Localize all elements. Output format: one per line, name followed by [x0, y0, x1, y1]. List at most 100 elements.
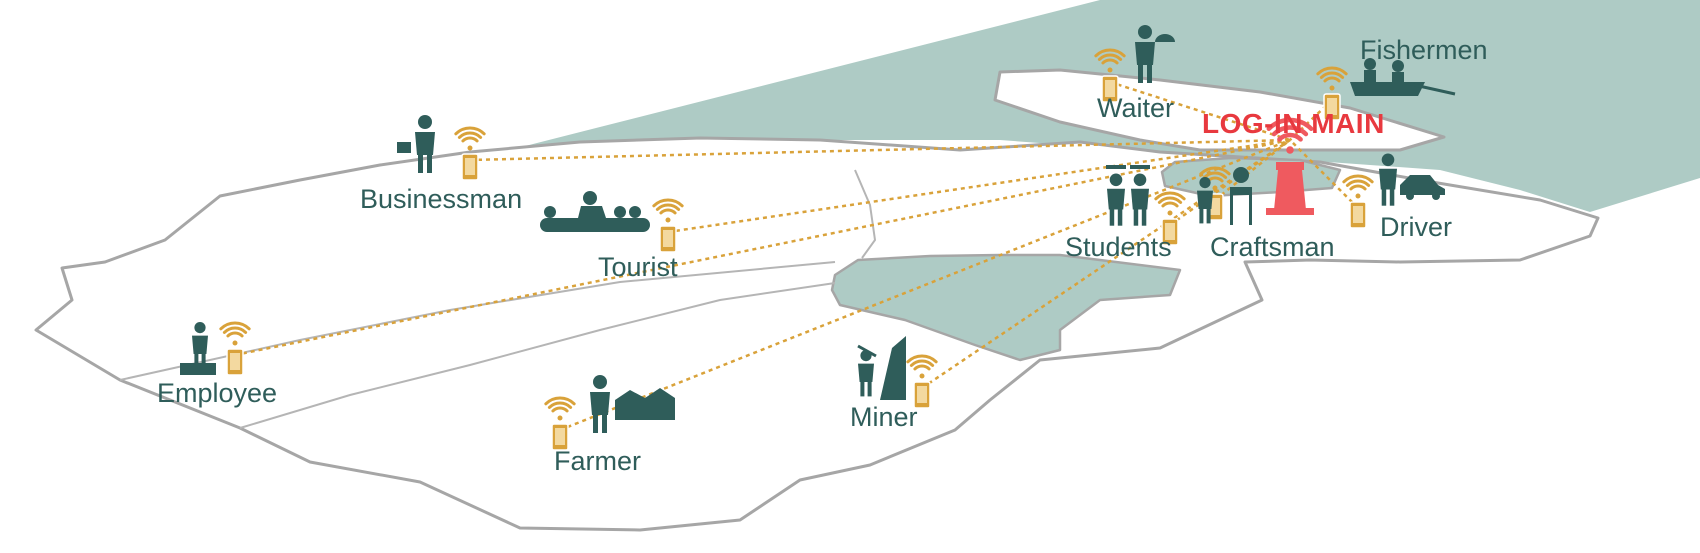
figure-leg — [1381, 189, 1387, 206]
businessman-device-icon — [454, 126, 486, 181]
wifi-arc — [1161, 201, 1179, 208]
farmer-device-icon — [544, 396, 576, 451]
figure-leg — [194, 354, 199, 369]
wifi-arc — [1316, 66, 1348, 76]
farmer-icon — [590, 375, 675, 433]
wifi-arc — [1319, 71, 1345, 79]
node-label-farmer: Farmer — [554, 446, 641, 476]
phone-screen — [1353, 206, 1363, 223]
lighthouse-icon — [1266, 117, 1314, 215]
figure-leg — [427, 155, 432, 173]
figure-leg — [1141, 209, 1147, 226]
figure-body — [1379, 168, 1397, 190]
wifi-dot — [1212, 185, 1218, 191]
figure-body — [192, 335, 208, 354]
wifi-dot — [1286, 146, 1294, 154]
sculptor-icon — [1197, 167, 1252, 225]
lighthouse-top — [1276, 162, 1304, 170]
phone-screen — [230, 353, 240, 370]
figure-head — [1109, 173, 1123, 187]
figure-head — [1381, 153, 1395, 167]
wifi-dot — [1329, 85, 1335, 91]
wifi-dot — [1355, 193, 1361, 199]
phone-screen — [1105, 80, 1115, 97]
miner-device-icon — [906, 354, 938, 409]
node-label-miner: Miner — [850, 402, 918, 432]
link-craftsman — [1214, 139, 1291, 201]
wifi-arc — [461, 136, 479, 143]
wifi-dot — [665, 217, 671, 223]
phone-screen — [555, 428, 565, 445]
employee-device-icon — [219, 321, 251, 376]
wifi-arc — [659, 208, 677, 215]
figure-body — [1131, 188, 1149, 210]
wifi-dot — [1167, 210, 1173, 216]
wifi-dot — [232, 340, 238, 346]
figure-leg — [1389, 189, 1395, 206]
wifi-arc — [1345, 179, 1371, 187]
wifi-arc — [219, 321, 251, 331]
businessman-icon — [397, 115, 435, 173]
phone-screen — [465, 158, 475, 175]
boat-icon — [1350, 58, 1456, 96]
figure-leg — [201, 354, 206, 369]
node-label-businessman: Businessman — [360, 184, 523, 214]
wifi-arc — [906, 354, 938, 364]
wifi-dot — [919, 373, 925, 379]
wifi-arc — [457, 131, 483, 139]
figure-head — [1199, 177, 1211, 189]
phone-screen — [663, 230, 673, 247]
phone-screen — [1210, 198, 1220, 215]
figure-leg — [593, 415, 598, 433]
wifi-arc — [1342, 174, 1374, 184]
figure-leg — [1117, 209, 1123, 226]
wifi-arc — [1266, 117, 1314, 132]
miner-icon — [857, 336, 906, 400]
wifi-arc — [551, 406, 569, 413]
figure-leg — [1199, 209, 1204, 224]
wifi-dot — [467, 145, 473, 151]
wifi-arc — [1277, 132, 1303, 142]
figure-leg — [1138, 65, 1143, 83]
students-device-icon — [1154, 191, 1186, 246]
wifi-arc — [544, 396, 576, 406]
lighthouse-base — [1266, 208, 1314, 215]
waiter-device-icon — [1094, 48, 1126, 103]
wifi-dot — [1107, 67, 1113, 73]
wifi-arc — [1094, 48, 1126, 58]
waiter-icon — [1135, 25, 1175, 83]
phone-screen — [1327, 98, 1337, 115]
region-boundary — [854, 169, 877, 259]
wifi-arc — [909, 359, 935, 367]
wifi-arc — [1323, 76, 1341, 83]
region-boundary — [239, 282, 836, 429]
figure-leg — [1206, 209, 1211, 224]
node-label-craftsman: Craftsman — [1210, 232, 1335, 262]
node-label-fishermen: Fishermen — [1360, 35, 1488, 65]
figure-head — [194, 322, 206, 334]
wifi-arc — [655, 203, 681, 211]
figure-leg — [418, 155, 423, 173]
tourist-icon — [540, 191, 650, 232]
main-island — [34, 136, 1600, 532]
wifi-arc — [1271, 125, 1309, 137]
wifi-arc — [913, 364, 931, 371]
node-label-employee: Employee — [157, 378, 278, 408]
taxi-driver-icon — [1379, 153, 1445, 206]
hub-label: LOG-IN MAIN — [1202, 108, 1385, 139]
figure-leg — [1147, 65, 1152, 83]
node-label-tourist: Tourist — [598, 252, 678, 282]
link-miner — [921, 138, 1291, 390]
figure-body — [1135, 42, 1155, 65]
lighthouse-tower — [1274, 170, 1306, 210]
wifi-arc — [1101, 58, 1119, 65]
worker-icon — [180, 322, 216, 375]
wifi-arc — [1157, 196, 1183, 204]
node-label-waiter: Waiter — [1097, 93, 1175, 123]
wifi-arc — [454, 126, 486, 136]
figure-head — [1138, 25, 1152, 39]
wifi-arc — [1349, 184, 1367, 191]
figure-leg — [1109, 209, 1115, 226]
tourist-device-icon — [652, 198, 684, 253]
figure-leg — [867, 382, 872, 397]
